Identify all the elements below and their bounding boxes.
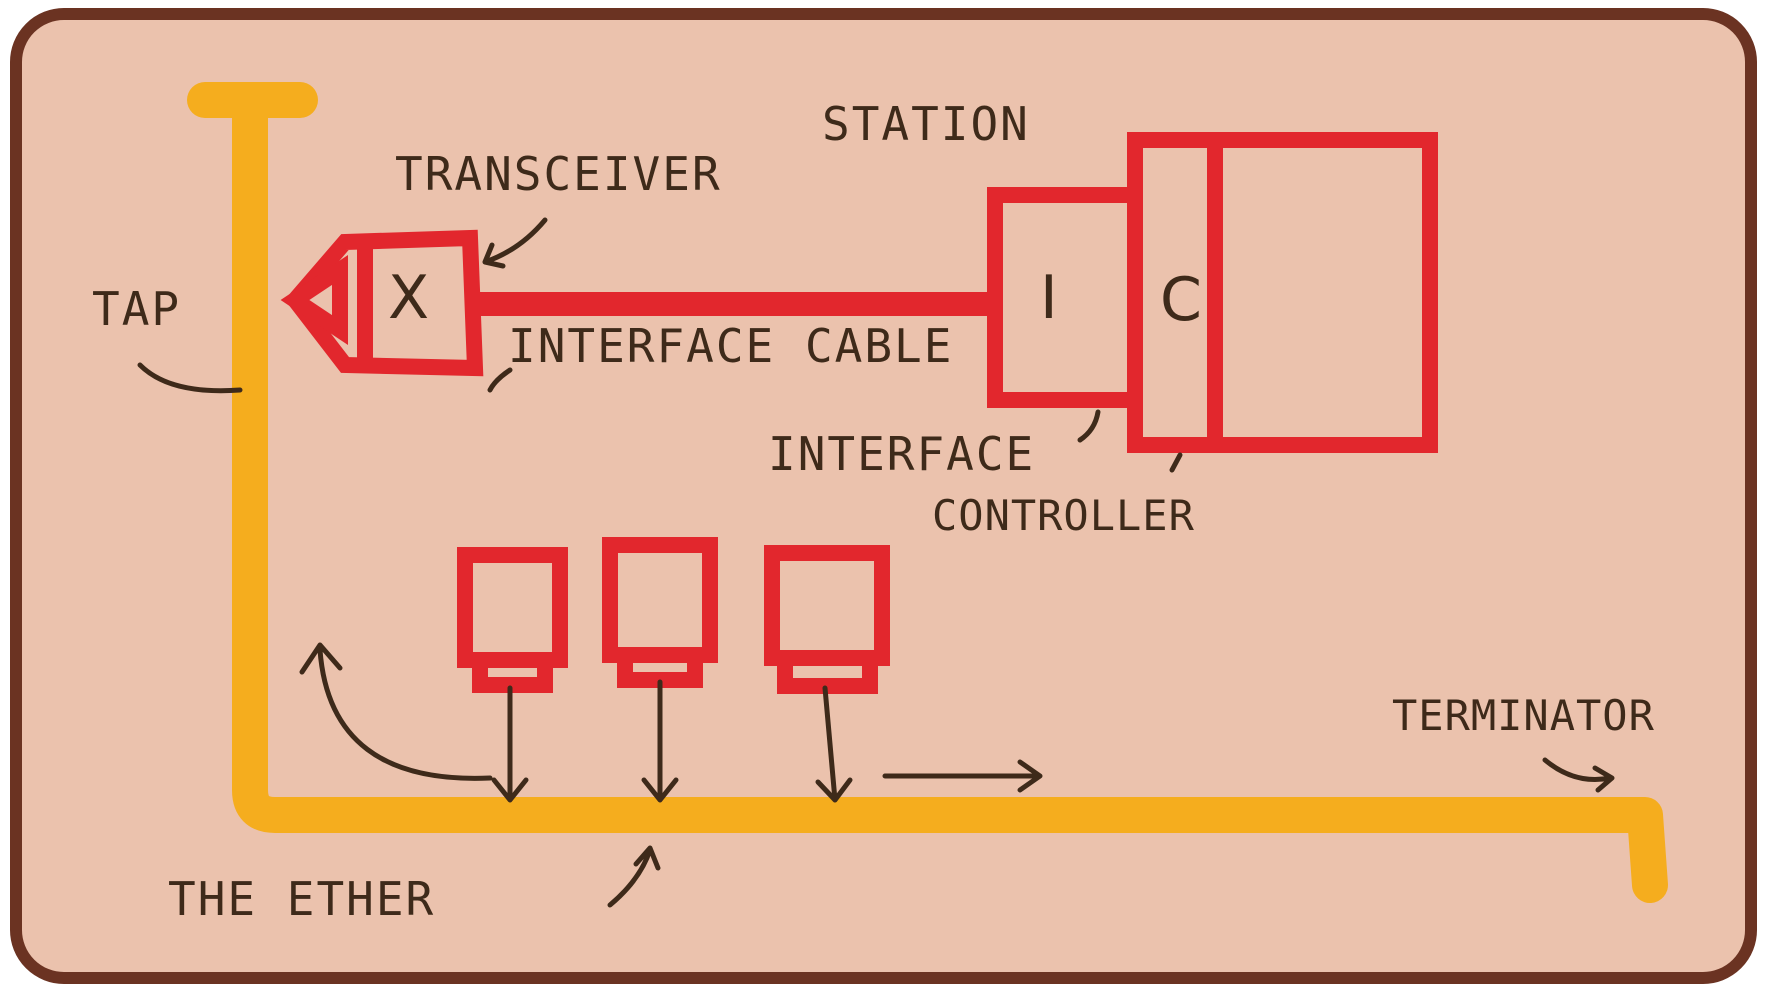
cable-leader (487, 367, 513, 393)
label-controller: CONTROLLER (932, 491, 1195, 540)
transceiver-leader (482, 217, 548, 269)
interface-leader (1077, 409, 1101, 443)
interface-cable (470, 292, 990, 316)
interface-mark: I (1040, 263, 1058, 333)
label-tap: TAP (92, 282, 181, 336)
propagation-arrow-left (299, 642, 493, 781)
drop-arrows (491, 679, 853, 803)
label-the-ether: THE ETHER (168, 872, 435, 926)
label-interface: INTERFACE (768, 427, 1035, 481)
station-small-2 (602, 537, 718, 688)
station: I C (987, 132, 1438, 453)
propagation-arrow-right (882, 759, 1043, 793)
transceiver-mark: X (388, 263, 429, 333)
station-small-3 (764, 545, 890, 694)
terminator-leader (1542, 757, 1615, 793)
ether-leader (607, 845, 661, 908)
label-terminator: TERMINATOR (1392, 691, 1655, 740)
controller-mark: C (1160, 265, 1202, 335)
transceiver: X (280, 229, 484, 377)
tap-leader (137, 362, 243, 394)
ether-cable (187, 82, 1668, 903)
controller-leader (1169, 452, 1183, 473)
label-transceiver: TRANSCEIVER (395, 147, 722, 201)
station-small-1 (457, 547, 568, 693)
label-interface-cable: INTERFACE CABLE (508, 319, 953, 373)
label-station: STATION (822, 97, 1030, 151)
